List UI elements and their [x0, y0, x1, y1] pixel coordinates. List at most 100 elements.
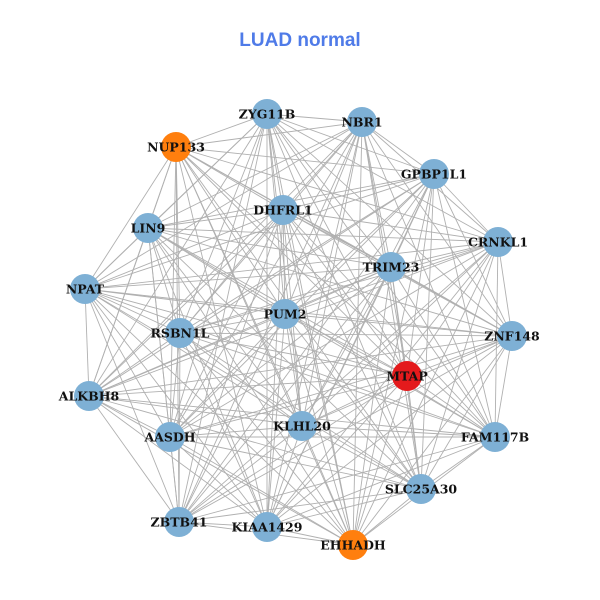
node-aasdh[interactable]: AASDH: [143, 422, 196, 452]
edge: [169, 425, 303, 438]
node-circle[interactable]: [347, 107, 377, 137]
edge: [178, 241, 499, 523]
edge: [179, 332, 354, 546]
node-kiaa1429[interactable]: KIAA1429: [232, 512, 303, 542]
node-circle[interactable]: [70, 274, 100, 304]
edge: [88, 332, 181, 397]
node-label: NPAT: [66, 282, 105, 297]
node-circle[interactable]: [270, 299, 300, 329]
node-klhl20[interactable]: KLHL20: [273, 411, 331, 441]
edge: [282, 209, 286, 315]
node-crnkl1[interactable]: CRNKL1: [468, 227, 528, 257]
node-circle[interactable]: [252, 512, 282, 542]
edge: [169, 113, 268, 438]
node-circle[interactable]: [483, 227, 513, 257]
node-circle[interactable]: [480, 422, 510, 452]
node-label: RSBN1L: [151, 326, 210, 341]
edge: [420, 436, 496, 490]
edge: [169, 375, 408, 438]
edge: [178, 335, 513, 523]
edge: [169, 335, 513, 438]
node-circle[interactable]: [497, 321, 527, 351]
node-znf148[interactable]: ZNF148: [484, 321, 540, 351]
edge: [266, 113, 513, 337]
edge: [282, 209, 408, 377]
node-zbtb41[interactable]: ZBTB41: [151, 507, 208, 537]
edge: [284, 313, 513, 337]
edge: [266, 113, 499, 243]
edge: [84, 241, 499, 290]
edge: [178, 313, 286, 523]
node-circle[interactable]: [392, 361, 422, 391]
node-fam117b[interactable]: FAM117B: [461, 422, 529, 452]
edge: [84, 288, 496, 438]
node-circle[interactable]: [165, 318, 195, 348]
node-slc25a30[interactable]: SLC25A30: [385, 474, 458, 504]
edge: [175, 146, 354, 546]
node-dhfrl1[interactable]: DHFRL1: [253, 195, 313, 225]
edge: [266, 241, 499, 528]
edge: [88, 395, 268, 528]
node-circle[interactable]: [155, 422, 185, 452]
node-label: LIN9: [131, 221, 166, 236]
edge: [84, 266, 392, 290]
edge: [266, 266, 392, 528]
node-label: PUM2: [264, 307, 307, 322]
edge: [169, 209, 284, 438]
edge: [84, 288, 181, 334]
node-label: EHHADH: [320, 538, 386, 553]
edge: [406, 375, 496, 438]
edge: [352, 241, 499, 546]
node-nbr1[interactable]: NBR1: [341, 107, 383, 137]
edge: [169, 313, 286, 438]
node-circle[interactable]: [164, 507, 194, 537]
edge: [406, 335, 513, 377]
edge: [88, 395, 422, 490]
edge: [266, 113, 284, 211]
node-circle[interactable]: [287, 411, 317, 441]
node-zyg11b[interactable]: ZYG11B: [239, 99, 296, 129]
node-circle[interactable]: [161, 132, 191, 162]
edge: [361, 121, 513, 337]
edge: [179, 332, 513, 337]
edge: [88, 395, 303, 427]
edge: [301, 121, 363, 427]
edge: [420, 173, 435, 490]
node-circle[interactable]: [406, 474, 436, 504]
node-label: ZNF148: [484, 329, 540, 344]
edge: [178, 173, 435, 523]
node-mtap[interactable]: MTAP: [386, 361, 428, 391]
edge: [301, 425, 422, 490]
node-trim23[interactable]: TRIM23: [363, 252, 420, 282]
node-circle[interactable]: [338, 530, 368, 560]
node-pum2[interactable]: PUM2: [264, 299, 307, 329]
node-alkbh8[interactable]: ALKBH8: [58, 381, 120, 411]
node-label: FAM117B: [461, 430, 529, 445]
edge: [282, 209, 496, 438]
edge: [147, 227, 181, 334]
node-circle[interactable]: [74, 381, 104, 411]
node-npat[interactable]: NPAT: [66, 274, 105, 304]
node-lin9[interactable]: LIN9: [131, 213, 166, 243]
node-circle[interactable]: [133, 213, 163, 243]
edge: [169, 436, 354, 546]
edge: [175, 121, 363, 148]
node-ehhadh[interactable]: EHHADH: [320, 530, 386, 560]
node-nup133[interactable]: NUP133: [147, 132, 205, 162]
node-circle[interactable]: [268, 195, 298, 225]
chart-title: LUAD normal: [239, 30, 361, 51]
node-label: NUP133: [147, 140, 205, 155]
node-circle[interactable]: [376, 252, 406, 282]
node-circle[interactable]: [419, 159, 449, 189]
edge: [361, 121, 392, 268]
node-circle[interactable]: [252, 99, 282, 129]
edge: [390, 241, 499, 268]
node-label: MTAP: [386, 369, 428, 384]
node-rsbn1l[interactable]: RSBN1L: [151, 318, 210, 348]
node-gpbp1l1[interactable]: GPBP1L1: [401, 159, 467, 189]
edge: [406, 173, 435, 377]
edge: [266, 113, 392, 268]
edge: [179, 332, 268, 528]
edge: [266, 436, 496, 528]
